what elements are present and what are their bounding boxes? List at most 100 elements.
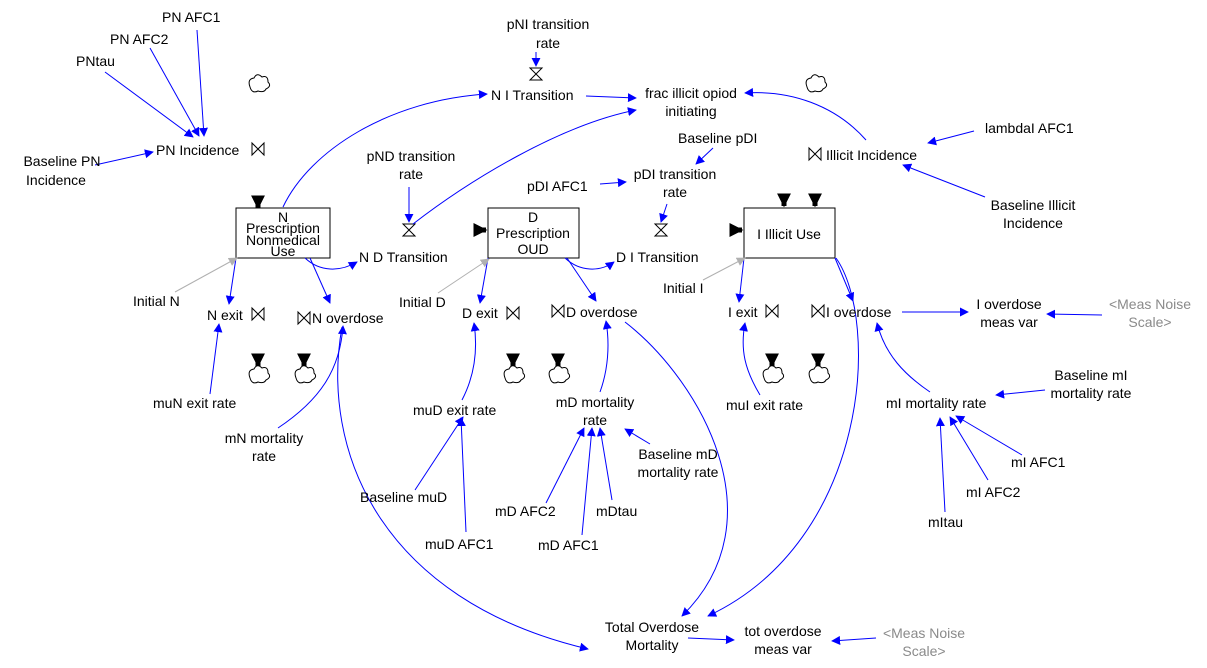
flow-label-d-overdose: D overdose bbox=[566, 304, 638, 320]
flow-label-di-transition: D I Transition bbox=[616, 249, 698, 265]
var-lambdai-afc1: lambdaI AFC1 bbox=[985, 120, 1074, 136]
var-md-afc2: mD AFC2 bbox=[495, 503, 556, 519]
var-pdi-rate-l1: pDI transition bbox=[634, 166, 716, 182]
valve-icon bbox=[251, 141, 265, 157]
var-baseline-pn-incidence-l1: Baseline PN bbox=[23, 153, 100, 169]
flow-label-illicit-incidence: Illicit Incidence bbox=[826, 147, 917, 163]
var-mud-exit: muD exit rate bbox=[413, 402, 496, 418]
var-baseline-mi-l1: Baseline mI bbox=[1054, 367, 1127, 383]
var-total-overdose-l2: Mortality bbox=[626, 637, 679, 653]
var-mud-afc1: muD AFC1 bbox=[425, 536, 494, 552]
var-baseline-pn-incidence-l2: Incidence bbox=[26, 172, 86, 188]
valve-icon bbox=[811, 303, 825, 319]
var-md-afc1: mD AFC1 bbox=[538, 537, 599, 553]
cloud-icon bbox=[762, 365, 785, 384]
var-initial-d: Initial D bbox=[399, 294, 446, 310]
valve-icon bbox=[551, 303, 565, 319]
var-tot-overdose-meas-l2: meas var bbox=[754, 641, 812, 657]
stock-d-line3: OUD bbox=[517, 241, 548, 257]
valve-icon bbox=[808, 146, 822, 162]
var-i-overdose-meas-l2: meas var bbox=[980, 314, 1038, 330]
cloud-icon bbox=[805, 74, 828, 93]
flow-pipes bbox=[251, 71, 825, 368]
stock-n[interactable]: N Prescription Nonmedical Use bbox=[235, 207, 331, 259]
var-baseline-md-l1: Baseline mD bbox=[638, 446, 717, 462]
stock-d-line1: D bbox=[528, 209, 538, 225]
flow-label-n-overdose: N overdose bbox=[312, 310, 384, 326]
flow-valves bbox=[251, 67, 825, 326]
var-meas-noise-1-l2: Scale> bbox=[1128, 314, 1171, 330]
var-baseline-mud: Baseline muD bbox=[360, 489, 447, 505]
stock-d[interactable]: D Prescription OUD bbox=[487, 207, 580, 259]
var-tot-overdose-meas-l1: tot overdose bbox=[744, 623, 821, 639]
flow-label-n-exit: N exit bbox=[207, 307, 243, 323]
var-mui-exit: muI exit rate bbox=[726, 397, 803, 413]
var-md-mortality-l2: rate bbox=[583, 412, 607, 428]
stock-d-line2: Prescription bbox=[496, 225, 570, 241]
initial-links bbox=[174, 257, 746, 294]
flow-label-nd-transition: N D Transition bbox=[359, 249, 448, 265]
var-md-mortality-l1: mD mortality bbox=[556, 394, 635, 410]
var-mi-afc1: mI AFC1 bbox=[1011, 454, 1066, 470]
flow-label-pn-incidence: PN Incidence bbox=[156, 142, 239, 158]
causal-links bbox=[94, 29, 1103, 652]
var-pntau: PNtau bbox=[76, 53, 115, 69]
var-mn-mortality-l1: mN mortality bbox=[225, 430, 304, 446]
stock-i[interactable]: I Illicit Use bbox=[743, 207, 836, 259]
var-baseline-mi-l2: mortality rate bbox=[1051, 385, 1132, 401]
valve-icon bbox=[528, 67, 544, 81]
flow-label-i-exit: I exit bbox=[728, 304, 758, 320]
var-initial-i: Initial I bbox=[663, 280, 703, 296]
stock-n-line2: Prescription bbox=[246, 220, 320, 236]
stock-n-line3: Nonmedical bbox=[246, 232, 320, 248]
cloud-icon bbox=[548, 365, 571, 384]
variable-labels: PN AFC1 PN AFC2 PNtau Baseline PN Incide… bbox=[23, 9, 1191, 659]
var-meas-noise-1-l1: <Meas Noise bbox=[1109, 296, 1191, 312]
cloud-icon bbox=[294, 365, 317, 384]
var-mi-afc2: mI AFC2 bbox=[966, 484, 1021, 500]
var-total-overdose-l1: Total Overdose bbox=[605, 619, 699, 635]
var-pdi-afc1: pDI AFC1 bbox=[527, 178, 588, 194]
var-mitau: mItau bbox=[928, 514, 963, 530]
stock-i-label: I Illicit Use bbox=[757, 226, 821, 242]
pipe-ni-transition bbox=[281, 71, 791, 208]
var-baseline-illicit-l1: Baseline Illicit bbox=[991, 197, 1076, 213]
cloud-icon bbox=[248, 74, 271, 93]
cloud-icon bbox=[248, 365, 271, 384]
flow-label-ni-transition: N I Transition bbox=[491, 87, 573, 103]
var-i-overdose-meas-l1: I overdose bbox=[976, 296, 1042, 312]
var-mun-exit: muN exit rate bbox=[153, 395, 236, 411]
valve-icon bbox=[401, 223, 417, 237]
var-pnd-rate-l2: rate bbox=[399, 166, 423, 182]
var-pni-rate-l2: rate bbox=[536, 35, 560, 51]
cloud-icon bbox=[503, 365, 526, 384]
var-baseline-illicit-l2: Incidence bbox=[1003, 215, 1063, 231]
var-frac-illicit-l1: frac illicit opiod bbox=[645, 85, 737, 101]
var-baseline-pdi: Baseline pDI bbox=[678, 130, 757, 146]
var-pdi-rate-l2: rate bbox=[663, 184, 687, 200]
var-meas-noise-2-l1: <Meas Noise bbox=[883, 625, 965, 641]
var-pn-afc1: PN AFC1 bbox=[162, 9, 221, 25]
valve-icon bbox=[251, 306, 265, 322]
flow-labels: PN Incidence Illicit Incidence N I Trans… bbox=[156, 87, 917, 326]
var-pnd-rate-l1: pND transition bbox=[367, 148, 456, 164]
var-mi-mortality: mI mortality rate bbox=[886, 395, 987, 411]
valve-icon bbox=[506, 305, 520, 321]
valve-icon bbox=[653, 223, 669, 237]
var-mdtau: mDtau bbox=[596, 503, 637, 519]
stock-n-line1: N bbox=[278, 209, 288, 225]
valve-icon bbox=[765, 303, 779, 319]
var-pni-rate-l1: pNI transition bbox=[507, 16, 589, 32]
var-pn-afc2: PN AFC2 bbox=[110, 31, 169, 47]
flow-label-d-exit: D exit bbox=[462, 305, 498, 321]
valve-icon bbox=[297, 310, 311, 326]
var-mn-mortality-l2: rate bbox=[252, 448, 276, 464]
var-frac-illicit-l2: initiating bbox=[665, 103, 716, 119]
flow-label-i-overdose: I overdose bbox=[826, 304, 892, 320]
cloud-icon bbox=[808, 365, 831, 384]
var-meas-noise-2-l2: Scale> bbox=[902, 643, 945, 659]
var-baseline-md-l2: mortality rate bbox=[638, 464, 719, 480]
stock-n-line4: Use bbox=[271, 243, 296, 259]
source-sink-clouds bbox=[248, 74, 831, 384]
